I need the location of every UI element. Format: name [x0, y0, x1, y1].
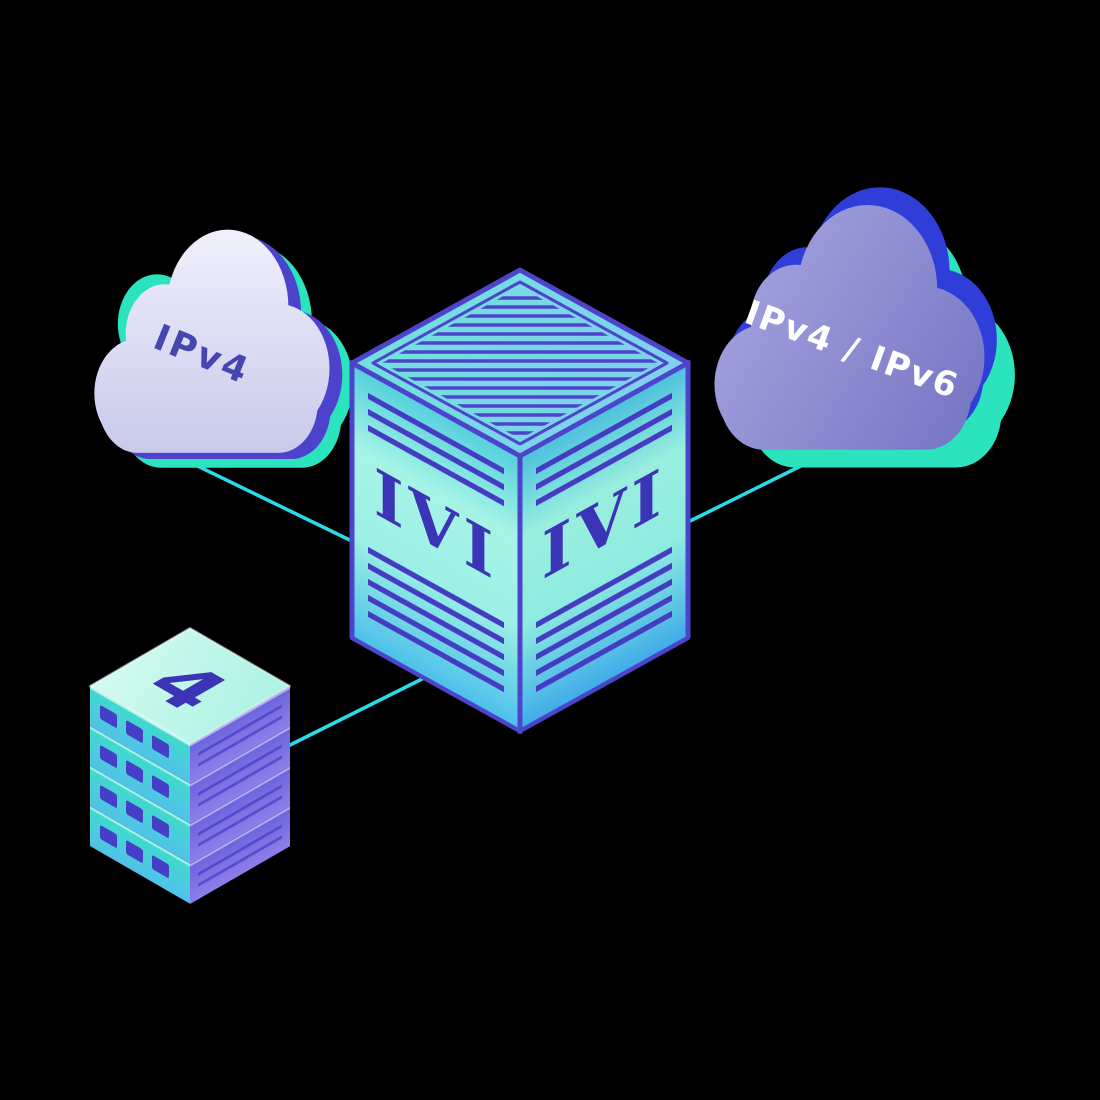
server-unit-surface — [190, 726, 290, 824]
server-vent-slots — [100, 705, 169, 758]
server-unit-top-highlight — [90, 766, 190, 827]
cube-left-face-bottom-stripes — [368, 546, 504, 693]
server-unit-surface — [190, 806, 290, 904]
server-unit-right-face — [190, 766, 290, 864]
server-drive-lines — [198, 744, 282, 807]
cube-top-face — [349, 267, 691, 459]
server-unit-left-face — [90, 726, 190, 824]
server-unit-top-highlight — [190, 766, 290, 827]
server-drive-lines — [198, 784, 282, 847]
server-unit — [90, 766, 290, 864]
server-unit-top-highlight — [190, 686, 290, 747]
server-unit-right-face — [190, 686, 290, 784]
server-vent-slots — [100, 785, 169, 838]
cube-right-face: IVI — [517, 360, 691, 734]
connector-server-to-translator — [287, 670, 437, 748]
server-unit-left-face — [90, 766, 190, 864]
cube-top-face-surface — [349, 267, 691, 459]
server-unit-surface — [190, 686, 290, 784]
cube-right-face-bottom-stripes — [536, 546, 672, 693]
cloud-left — [94, 229, 354, 468]
cube-right-face-top-stripes — [536, 392, 672, 507]
server-unit-surface — [190, 766, 290, 864]
cube-left-face-top-stripes — [368, 392, 504, 507]
server-drive-lines — [198, 824, 282, 887]
server-unit-top-highlight — [90, 726, 190, 787]
cube-top-inner-border — [371, 280, 669, 446]
server-unit-top-highlight — [190, 726, 290, 787]
server-stack: 4 — [89, 627, 291, 904]
translator-cube: IVI IVI — [349, 267, 691, 734]
cube-top-stripes — [382, 296, 658, 435]
server-top-face — [89, 627, 291, 745]
server-unit-left-face — [90, 686, 190, 784]
server-unit-top-highlight — [90, 806, 190, 867]
server-unit-top-highlight — [190, 806, 290, 867]
server-vent-slots — [100, 825, 169, 878]
server-unit-right-face — [190, 806, 290, 904]
server-vent-slots — [100, 745, 169, 798]
cube-left-face: IVI — [349, 360, 523, 734]
server-unit — [90, 686, 290, 784]
server-drive-lines — [198, 704, 282, 767]
server-unit-top-highlight — [90, 686, 190, 747]
server-unit-right-face — [190, 726, 290, 824]
server-unit — [90, 726, 290, 824]
server-unit — [90, 806, 290, 904]
server-unit-left-face — [90, 806, 190, 904]
